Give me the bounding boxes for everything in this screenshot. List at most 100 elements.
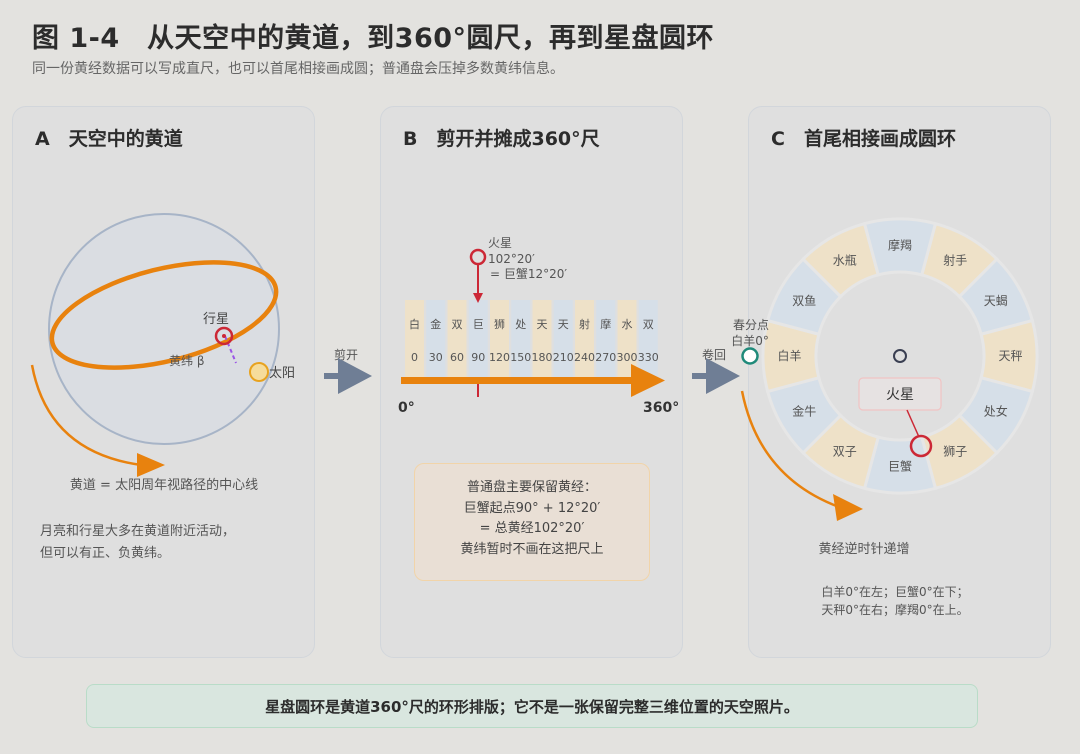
mars-pointer-head: [473, 293, 483, 303]
ruler-sign-label: 摩: [600, 317, 611, 331]
ruler-degree-label: 0: [411, 351, 418, 364]
planet-label: 行星: [203, 312, 229, 327]
panel-c: C 首尾相接画成圆环 射手天蝎天秤处女狮子巨蟹双子金牛白羊双鱼水瓶摩羯 火星 春…: [731, 106, 1051, 658]
zodiac-sign-label: 天秤: [998, 349, 1022, 363]
ruler-sign-label: 巨: [473, 318, 484, 331]
ruler-band: [490, 300, 509, 377]
zodiac-sector: [862, 217, 938, 277]
vernal-equinox-icon: [741, 347, 759, 365]
ruler-sign-label: 处: [515, 318, 526, 331]
mars-ring-label: 火星: [886, 387, 914, 403]
ruler-degree-label: 90: [471, 351, 485, 364]
latitude-label: 黄纬 β: [169, 354, 204, 368]
motion-arrow-head: [137, 453, 165, 477]
ruler-sign-label: 天: [558, 318, 569, 331]
panel-b-title: B 剪开并摊成360°尺: [403, 128, 600, 150]
zodiac-sign-label: 天蝎: [984, 294, 1008, 308]
ring-center-icon: [893, 349, 907, 363]
zodiac-sign-label: 巨蟹: [888, 459, 912, 474]
ruler-degree-label: 60: [450, 351, 464, 364]
ruler-sign-label: 金: [430, 317, 441, 331]
ruler-start-label: 0°: [398, 400, 415, 416]
ruler-sign-label: 射: [579, 317, 590, 331]
latitude-dash: [224, 335, 237, 364]
ruler-degree-label: 120: [489, 351, 510, 364]
zodiac-sign-label: 射手: [943, 252, 967, 267]
note-line-1: 月亮和行星大多在黄道附近活动，: [40, 523, 235, 539]
note-line-1: 普通盘主要保留黄经：: [466, 480, 597, 495]
ruler-sign-label: 双: [452, 318, 463, 331]
ruler-degree-label: 210: [553, 351, 574, 364]
zodiac-sign-label: 摩羯: [888, 238, 912, 253]
ruler-sign-label: 双: [643, 318, 654, 331]
orientation-note-1: 白羊0°在左；巨蟹0°在下；: [821, 584, 968, 599]
mars-name: 火星: [488, 236, 512, 250]
note-line-2: 巨蟹起点90° + 12°20′: [463, 500, 601, 516]
ccw-caption: 黄经逆时针递增: [818, 541, 909, 557]
cut-label: 剪开: [334, 348, 359, 362]
rollback-label: 卷回: [702, 348, 727, 362]
ruler-axis: [401, 377, 635, 384]
panel-b: B 剪开并摊成360°尺 白 0 金 30 双 60 巨 90 狮 120 处 150 天 180 天 210…: [380, 106, 683, 658]
orientation-note-2: 天秤0°在右；摩羯0°在上。: [821, 602, 968, 617]
planet-icon: [214, 326, 234, 346]
equinox-label-1: 春分点: [733, 318, 769, 332]
mars-label-box: [858, 377, 942, 411]
ruler-degree-label: 180: [532, 351, 553, 364]
ruler-degree-label: 330: [638, 351, 659, 364]
longitude-note-box: 普通盘主要保留黄经： 巨蟹起点90° + 12°20′ = 总黄经102°20′…: [414, 463, 650, 581]
ruler-degree-label: 150: [510, 351, 531, 364]
ruler-band: [532, 300, 552, 377]
ccw-arrow-head: [833, 494, 863, 521]
panel-a-diagram: 行星 黄纬 β 太阳 黄道 = 太阳周年视路径的中心线 月亮和行星大多在黄道附近…: [30, 213, 295, 561]
ruler-band: [553, 300, 573, 377]
ruler-band: [596, 300, 616, 377]
ruler-degree-label: 30: [429, 351, 443, 364]
zodiac-sign-label: 白羊: [777, 348, 801, 363]
arrow-a-to-b-icon: [324, 358, 372, 394]
ccw-arrow-curve: [740, 390, 840, 509]
celestial-sphere: [48, 213, 280, 445]
panel-a: A 天空中的黄道 行星 黄纬 β 太阳 黄道 = 太阳周年视路径的中心线 月亮和…: [12, 106, 315, 658]
mars-leader: [906, 409, 920, 438]
arrow-b-to-c-icon: [692, 358, 740, 394]
ruler-band: [405, 300, 424, 377]
mars-ring-marker-icon: [909, 434, 933, 458]
zodiac-sign-label: 水瓶: [833, 253, 857, 267]
sun-label: 太阳: [269, 366, 295, 381]
note-line-4: 黄纬暂时不画在这把尺上: [460, 541, 604, 557]
ruler-sign-label: 天: [537, 318, 548, 331]
planet-dot: [222, 334, 226, 338]
page-subtitle: 同一份黄经数据可以写成直尺，也可以首尾相接画成圆；普通盘会压掉多数黄纬信息。: [32, 61, 564, 77]
zodiac-sign-label: 金牛: [792, 403, 816, 418]
note-line-3: = 总黄经102°20′: [479, 521, 585, 536]
ruler-band: [617, 300, 637, 377]
ruler-degree-label: 300: [617, 351, 638, 364]
ruler-band: [575, 300, 594, 377]
mars-longitude: 102°20′: [488, 252, 535, 266]
zodiac-sign-label: 双鱼: [792, 294, 816, 308]
ruler-band: [468, 300, 488, 377]
zodiac-sign-label: 处女: [984, 403, 1008, 418]
zodiac-sign-label: 双子: [833, 445, 857, 459]
ruler-band: [511, 300, 531, 377]
ruler-sign-label: 狮: [494, 318, 505, 331]
footer-banner: 星盘圆环是黄道360°尺的环形排版；它不是一张保留完整三维位置的天空照片。: [86, 684, 978, 728]
mars-sign-position: = 巨蟹12°20′: [490, 266, 567, 281]
ecliptic-caption: 黄道 = 太阳周年视路径的中心线: [70, 477, 258, 493]
ruler-sign-label: 白: [409, 317, 420, 331]
mars-marker-icon: [469, 248, 487, 266]
ecliptic-ellipse: [49, 260, 279, 370]
page-title: 图 1-4 从天空中的黄道，到360°圆尺，再到星盘圆环: [32, 23, 715, 54]
ruler-end-label: 360°: [643, 400, 679, 416]
ruler-band: [447, 300, 467, 377]
panel-c-title: C 首尾相接画成圆环: [771, 128, 956, 150]
ruler-arrowhead: [631, 364, 665, 397]
note-line-2: 但可以有正、负黄纬。: [40, 546, 170, 561]
equinox-label-2: 白羊0°: [731, 333, 769, 348]
panel-a-title: A 天空中的黄道: [35, 128, 183, 150]
ruler-degree-label: 270: [595, 351, 616, 364]
ruler-band: [426, 300, 446, 377]
motion-arrow-curve: [30, 364, 142, 467]
